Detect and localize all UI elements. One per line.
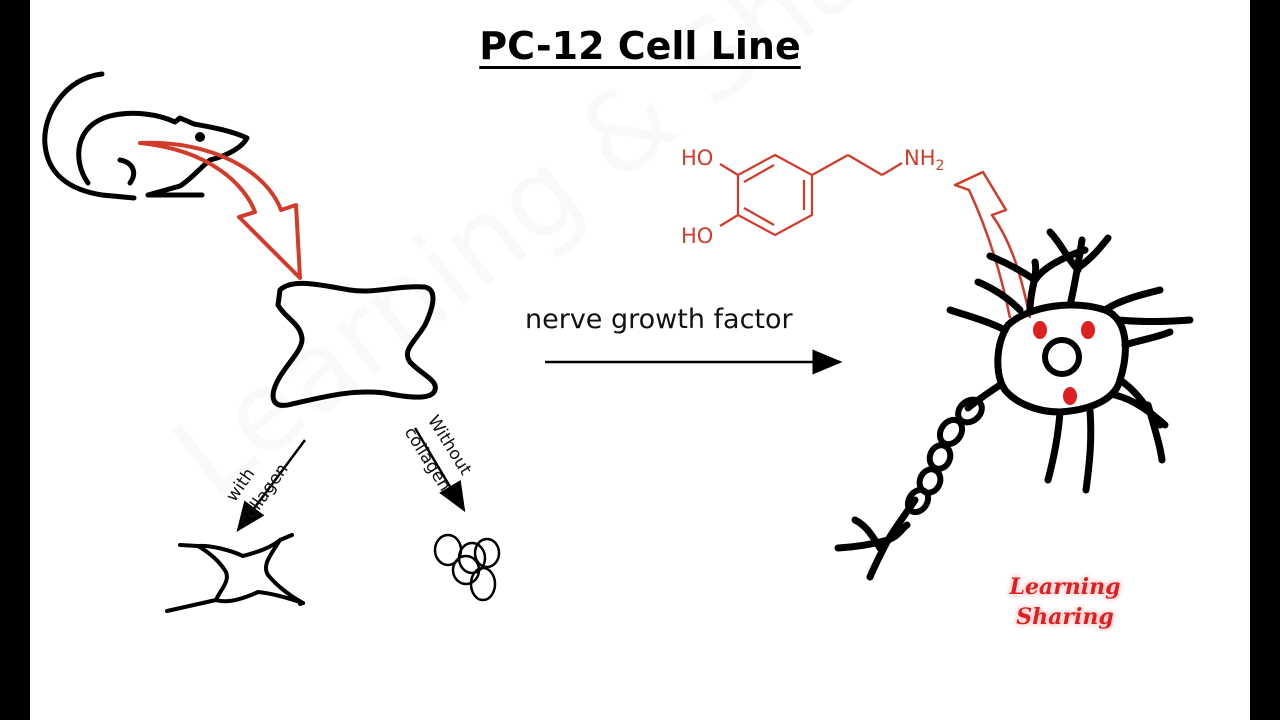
dopamine-molecule (719, 153, 903, 237)
channel-logo: Learning Sharing (995, 572, 1135, 632)
slide-canvas: Learning & Sharing PC-12 Cell Line with … (30, 0, 1250, 720)
hydroxyl-bottom: HO (681, 224, 713, 248)
release-arrow (953, 170, 1032, 319)
adherent-cell (165, 533, 305, 613)
without-collagen-arrow (413, 427, 466, 513)
dopamine-vesicles (1033, 321, 1095, 405)
hydroxyl-top: HO (681, 146, 713, 170)
amine-label: NH2 (904, 146, 944, 174)
rat-icon (42, 71, 250, 201)
myelin-sheath (904, 396, 985, 516)
neuron-nucleus (1042, 337, 1082, 377)
logo-line2: Sharing (1016, 604, 1114, 630)
neuron (834, 228, 1194, 581)
diagram: with collagen Without collagen (42, 71, 1194, 613)
logo-line1: Learning (1009, 574, 1121, 600)
suspension-clusters (433, 533, 501, 602)
origin-arrow (138, 140, 302, 280)
page-title: PC-12 Cell Line (30, 24, 1250, 68)
pc12-cell (270, 280, 438, 408)
ngf-label: nerve growth factor (525, 304, 793, 335)
with-collagen-arrow (236, 439, 307, 533)
title-text: PC-12 Cell Line (479, 24, 801, 68)
